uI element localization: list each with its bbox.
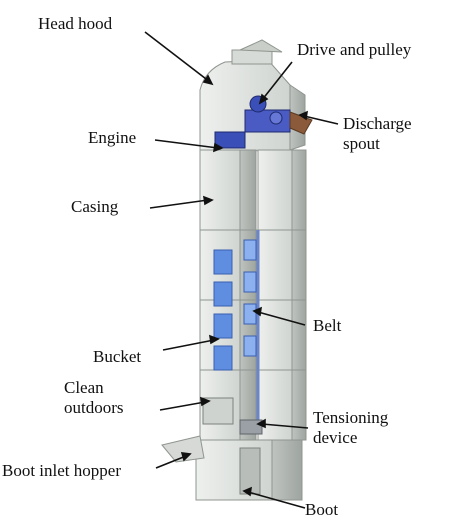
label-engine: Engine bbox=[88, 128, 136, 148]
label-belt: Belt bbox=[313, 316, 341, 336]
label-tensioning-device: Tensioning device bbox=[313, 408, 388, 448]
label-head-hood: Head hood bbox=[38, 14, 112, 34]
label-discharge-spout: Discharge spout bbox=[343, 114, 412, 154]
tensioning-device-shape bbox=[240, 420, 262, 434]
leader-casing bbox=[150, 200, 208, 208]
label-clean-outdoors: Clean outdoors bbox=[64, 378, 124, 418]
label-boot: Boot bbox=[305, 500, 338, 520]
label-drive-and-pulley: Drive and pulley bbox=[297, 40, 411, 60]
leader-clean-outdoors bbox=[160, 402, 205, 410]
label-bucket: Bucket bbox=[93, 347, 141, 367]
label-boot-inlet-hopper: Boot inlet hopper bbox=[2, 461, 121, 481]
label-casing: Casing bbox=[71, 197, 118, 217]
leader-head-hood bbox=[145, 32, 210, 82]
leader-boot-inlet-hopper bbox=[156, 456, 186, 468]
